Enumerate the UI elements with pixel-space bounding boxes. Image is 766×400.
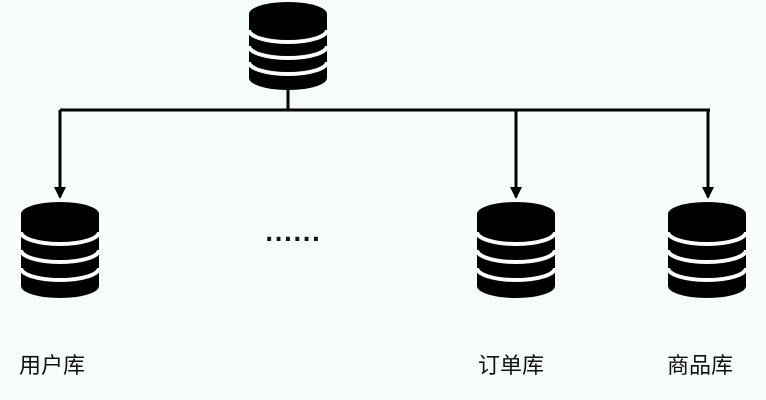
order-database-icon (475, 202, 557, 298)
product-db-label: 商品库 (667, 354, 734, 379)
product-database-icon (666, 202, 748, 298)
root-database-icon (247, 2, 329, 90)
connectors (54, 90, 714, 199)
order-db-label: 订单库 (478, 354, 545, 379)
user-database-icon (19, 202, 101, 298)
more-databases-ellipsis: ...... (265, 222, 322, 247)
user-db-label: 用户库 (19, 354, 86, 379)
